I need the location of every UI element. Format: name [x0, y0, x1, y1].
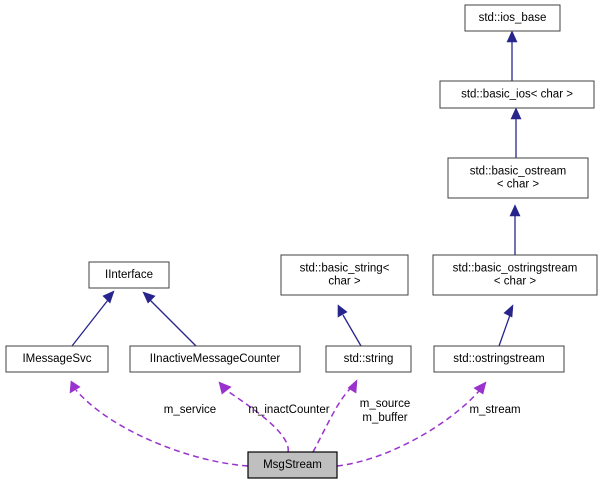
- class-node-iinactivemessagecounter[interactable]: IInactiveMessageCounter: [129, 345, 301, 373]
- class-node-basic_ostringstream[interactable]: std::basic_ostringstream< char >: [432, 254, 598, 296]
- class-node-basic_string[interactable]: std::basic_string<char >: [280, 254, 409, 296]
- class-node-box[interactable]: [247, 451, 338, 479]
- class-node-label: IInactiveMessageCounter: [150, 353, 281, 365]
- class-node-box[interactable]: [325, 345, 412, 373]
- edge-label-m_inactCounter: m_inactCounter: [248, 404, 329, 416]
- class-node-box[interactable]: [129, 345, 301, 373]
- usage-edge-msgstream-to-ostringstream: [336, 390, 480, 467]
- class-node-label: std::basic_string<char >: [300, 263, 390, 288]
- class-node-ostringstream[interactable]: std::ostringstream: [433, 345, 565, 373]
- class-node-msgstream[interactable]: MsgStream: [247, 451, 338, 479]
- class-node-basic_ios[interactable]: std::basic_ios< char >: [439, 80, 595, 109]
- inheritance-edge-iinactivemessagecounter-to-iinterface: [149, 299, 197, 347]
- inheritance-edge-string-to-basic_string: [342, 314, 362, 347]
- class-node-box[interactable]: [433, 345, 565, 373]
- edge-label-m_service: m_service: [164, 404, 216, 416]
- class-node-label: std::basic_ostream< char >: [470, 166, 567, 191]
- inheritance-arrowhead-icon: [509, 204, 521, 217]
- inheritance-arrowhead-icon: [506, 30, 518, 43]
- usage-edge-msgstream-to-string: [312, 387, 352, 453]
- class-node-box[interactable]: [88, 261, 170, 289]
- class-node-label: std::ostringstream: [453, 353, 544, 365]
- class-node-box[interactable]: [5, 345, 109, 373]
- class-node-box[interactable]: [464, 4, 561, 32]
- class-node-imessagesvc[interactable]: IMessageSvc: [5, 345, 109, 373]
- edge-label-m_stream: m_stream: [469, 404, 520, 416]
- inheritance-arrowhead-icon: [503, 304, 514, 318]
- class-node-label: std::ios_base: [479, 12, 547, 24]
- class-node-basic_ostream[interactable]: std::basic_ostream< char >: [447, 157, 589, 199]
- inheritance-edges-group: [71, 30, 522, 347]
- class-node-label: IMessageSvc: [22, 353, 91, 365]
- inheritance-arrowhead-icon: [337, 304, 348, 318]
- inheritance-edge-ostringstream-to-basic_ostringstream: [498, 314, 511, 347]
- usage-arrowhead-icon: [347, 379, 358, 394]
- class-node-box[interactable]: [432, 254, 598, 296]
- inheritance-arrowhead-icon: [510, 107, 522, 120]
- class-node-iinterface[interactable]: IInterface: [88, 261, 170, 289]
- class-node-box[interactable]: [439, 80, 595, 109]
- class-node-label: std::basic_ostringstream< char >: [453, 263, 578, 288]
- usage-arrowhead-icon: [473, 381, 487, 395]
- class-node-string[interactable]: std::string: [325, 345, 412, 373]
- usage-arrowhead-icon: [218, 381, 232, 395]
- inheritance-edge-imessagesvc-to-iinterface: [71, 299, 109, 347]
- class-node-label: IInterface: [105, 269, 153, 281]
- class-node-label: std::string: [344, 353, 394, 365]
- class-node-box[interactable]: [447, 157, 589, 199]
- class-node-ios_base[interactable]: std::ios_base: [464, 4, 561, 32]
- inheritance-arrowhead-icon: [142, 291, 156, 304]
- class-node-box[interactable]: [280, 254, 409, 296]
- class-node-label: std::basic_ios< char >: [461, 89, 573, 101]
- class-node-label: MsgStream: [263, 459, 322, 471]
- usage-edges-group: [69, 379, 487, 467]
- usage-edge-msgstream-to-iinactivemessagecounter: [225, 389, 289, 453]
- inheritance-arrowhead-icon: [102, 290, 115, 304]
- usage-arrowhead-icon: [69, 380, 81, 394]
- usage-edge-msgstream-to-imessagesvc: [75, 389, 249, 467]
